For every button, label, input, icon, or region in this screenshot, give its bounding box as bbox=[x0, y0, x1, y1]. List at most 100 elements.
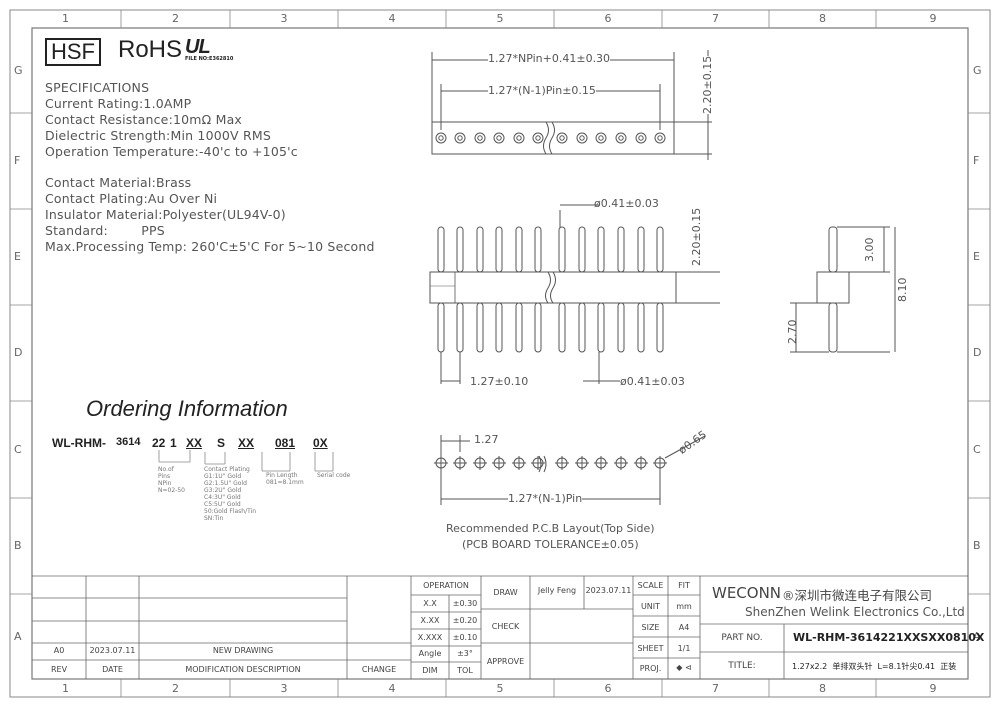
pin bbox=[558, 226, 566, 353]
grid-col-label: 1 bbox=[62, 682, 69, 695]
specifications: SPECIFICATIONS Current Rating:1.0AMP Con… bbox=[45, 80, 375, 255]
spec-line: Operation Temperature:-40'c to +105'c bbox=[45, 144, 298, 159]
tb-draw: DRAW bbox=[493, 588, 518, 597]
side-view bbox=[790, 226, 896, 353]
top-view bbox=[431, 50, 712, 160]
spec-line: Contact Resistance:10mΩ Max bbox=[45, 112, 243, 127]
contact-hole bbox=[556, 132, 568, 144]
note-pins: No.of Pins NPin N=02-50 bbox=[158, 466, 185, 494]
front-view-cutaway bbox=[429, 271, 456, 304]
tb-tol-label: X.XXX bbox=[417, 633, 443, 642]
pcb-hole bbox=[634, 456, 648, 470]
contact-hole bbox=[635, 132, 647, 144]
code-prefix: WL-RHM- bbox=[52, 436, 106, 450]
pcb-hole bbox=[555, 456, 569, 470]
spec-line: Contact Plating:Au Over Ni bbox=[45, 191, 218, 206]
dim-bottom-pitch: 1.27±0.10 bbox=[470, 375, 529, 388]
grid-ticks bbox=[10, 10, 990, 697]
tb-drawer: Jelly Feng bbox=[537, 586, 577, 595]
drawing-title: 1.27x2.2 单排双头针 L=8.1针尖0.41 正装 bbox=[792, 662, 957, 671]
tb-scale: SCALE bbox=[637, 581, 664, 590]
tb-title-label: TITLE: bbox=[728, 661, 756, 671]
pcb-hole bbox=[512, 456, 526, 470]
pin bbox=[597, 226, 605, 353]
grid-row-label: E bbox=[14, 250, 21, 263]
grid-col-label: 5 bbox=[496, 682, 504, 695]
code-length: 081 bbox=[275, 436, 296, 450]
code-plating: XX bbox=[186, 436, 203, 450]
tb-sheet: SHEET bbox=[637, 644, 664, 653]
front-view bbox=[429, 204, 720, 384]
grid-row-label: D bbox=[973, 346, 982, 359]
grid-col-label: 2 bbox=[172, 682, 179, 695]
dim-top-height: 2.20±0.15 bbox=[701, 55, 714, 114]
contact-hole bbox=[595, 132, 607, 144]
pin bbox=[515, 226, 523, 353]
dim-top-pitch: 1.27*(N-1)Pin±0.15 bbox=[488, 84, 596, 97]
spec-line: Contact Material:Brass bbox=[45, 175, 192, 190]
pin bbox=[617, 226, 625, 353]
grid-col-label: 7 bbox=[712, 682, 719, 695]
grid-col-label: 3 bbox=[280, 682, 288, 695]
dim-side-total: 8.10 bbox=[896, 277, 909, 302]
dim-mid-height: 2.20±0.15 bbox=[690, 207, 703, 266]
grid-row-label: C bbox=[14, 442, 22, 456]
tb-tol-value: ±0.10 bbox=[452, 633, 478, 642]
grid-col-label: 8 bbox=[819, 12, 826, 25]
grid-row-label: F bbox=[14, 154, 21, 167]
pcb-hole bbox=[614, 456, 628, 470]
contact-hole bbox=[454, 132, 466, 144]
ul-file-no: FILE NO:E362810 bbox=[185, 56, 234, 62]
pcb-hole bbox=[453, 456, 467, 470]
dim-bottom-dia: ø0.41±0.03 bbox=[620, 375, 685, 388]
dim-pin-dia: ø0.41±0.03 bbox=[594, 197, 659, 210]
ul-mark-icon: UL bbox=[185, 36, 211, 58]
spec-line: Max.Processing Temp: 260'C±5'C For 5~10 … bbox=[45, 239, 375, 254]
contact-hole bbox=[435, 132, 447, 144]
tb-proj: PROJ. bbox=[639, 664, 662, 673]
contact-hole bbox=[654, 132, 666, 144]
tb-unit-value: mm bbox=[676, 602, 692, 611]
pin bbox=[578, 226, 586, 353]
pcb-hole bbox=[434, 456, 448, 470]
contact-hole bbox=[513, 132, 525, 144]
grid-row-label: A bbox=[973, 629, 981, 643]
change-header: CHANGE bbox=[361, 665, 397, 674]
company-name-en: WECONN bbox=[712, 584, 782, 602]
date-header: DATE bbox=[102, 665, 123, 674]
pin bbox=[534, 226, 542, 353]
top-view-body bbox=[431, 121, 675, 155]
grid-col-label: 7 bbox=[712, 12, 719, 25]
code-series: 3614 bbox=[116, 436, 141, 448]
top-view-break bbox=[543, 121, 549, 155]
grid-row-label: G bbox=[973, 63, 982, 77]
grid-row-label: E bbox=[973, 250, 980, 263]
pcb-tolerance: (PCB BOARD TOLERANCE±0.05) bbox=[462, 538, 639, 551]
pcb-hole bbox=[594, 456, 608, 470]
tb-approve: APPROVE bbox=[486, 657, 525, 666]
spec-line: Insulator Material:Polyester(UL94V-0) bbox=[45, 207, 286, 222]
side-view-insulator bbox=[816, 271, 850, 304]
pin bbox=[437, 226, 445, 353]
code-serial: 0X bbox=[313, 436, 328, 450]
contact-hole bbox=[493, 132, 505, 144]
tb-tol: TOL bbox=[457, 666, 473, 675]
pcb-hole bbox=[653, 456, 667, 470]
tb-dim: DIM bbox=[422, 666, 438, 675]
dim-pcb-pitch: 1.27 bbox=[474, 433, 499, 446]
tb-tol-value: ±0.30 bbox=[452, 599, 478, 608]
note-plating: Contact Plating G1:1U" Gold G2:1.5U" Gol… bbox=[204, 466, 257, 522]
contact-hole bbox=[474, 132, 486, 144]
company-name-full: ShenZhen Welink Electronics Co.,Ltd bbox=[745, 605, 965, 619]
part-number: WL-RHM-3614221XXSXX0810X bbox=[793, 631, 985, 644]
contact-hole bbox=[532, 132, 544, 144]
grid-row-label: F bbox=[973, 154, 980, 167]
spec-line: Current Rating:1.0AMP bbox=[45, 96, 192, 111]
pcb-holes bbox=[434, 456, 667, 470]
ul-logo: UL FILE NO:E362810 bbox=[185, 36, 233, 62]
code-rows: 1 bbox=[170, 436, 177, 450]
grid-col-label: 9 bbox=[929, 682, 937, 695]
grid-col-label: 3 bbox=[280, 12, 288, 25]
pin bbox=[656, 226, 664, 353]
